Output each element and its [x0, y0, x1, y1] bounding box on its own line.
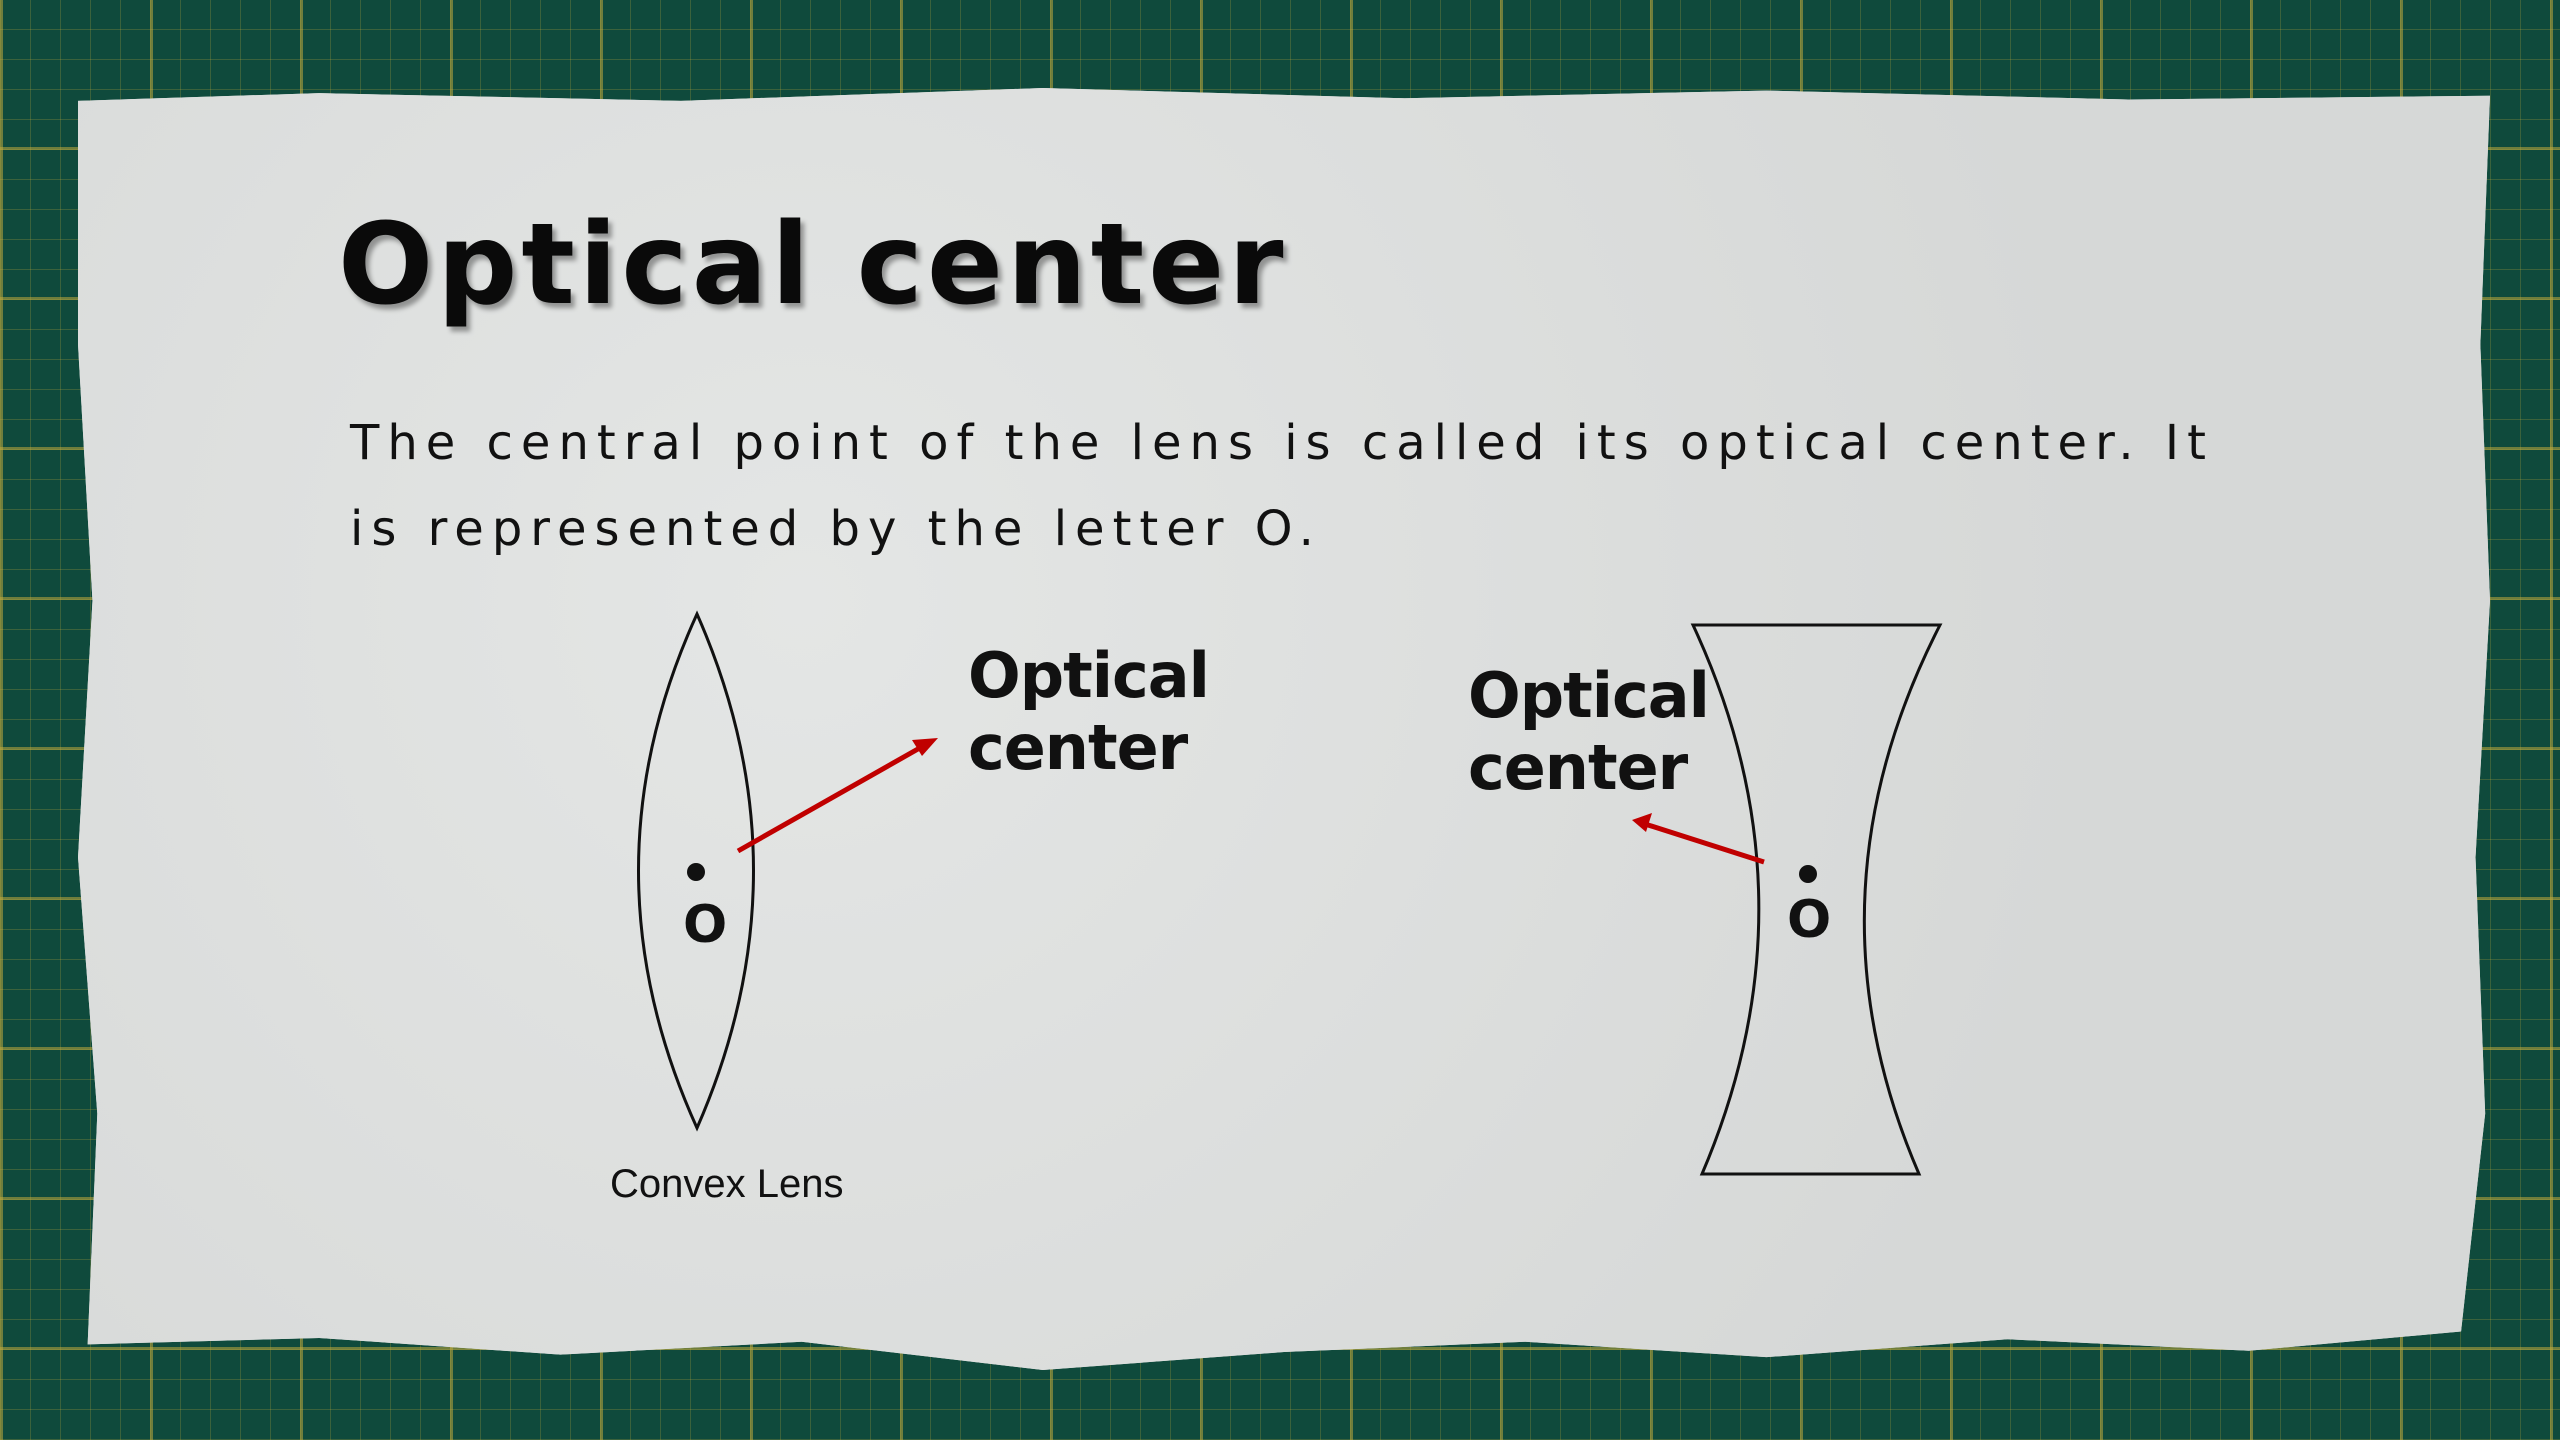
concave-point-letter: O: [1787, 890, 1832, 950]
concave-arrow: [1632, 813, 1765, 865]
convex-lens-caption: Convex Lens: [610, 1162, 844, 1206]
concave-optical-center-label: Optical center: [1468, 659, 1710, 804]
convex-point-letter: O: [683, 895, 728, 955]
label-line-2: center: [968, 711, 1188, 784]
concave-lens: [1690, 623, 1943, 1176]
label-line-1: Optical: [968, 639, 1210, 712]
paper-background: [78, 88, 2490, 1370]
concave-optical-center-dot: [1799, 865, 1817, 883]
convex-arrow: [736, 738, 938, 854]
convex-lens: [637, 610, 755, 1132]
convex-optical-center-dot: [687, 863, 705, 881]
label-line-2: center: [1468, 731, 1688, 804]
slide-title: Optical center: [338, 200, 1288, 330]
label-line-1: Optical: [1468, 659, 1710, 732]
slide-body-text: The central point of the lens is called …: [350, 415, 2214, 557]
convex-optical-center-label: Optical center: [968, 639, 1210, 784]
